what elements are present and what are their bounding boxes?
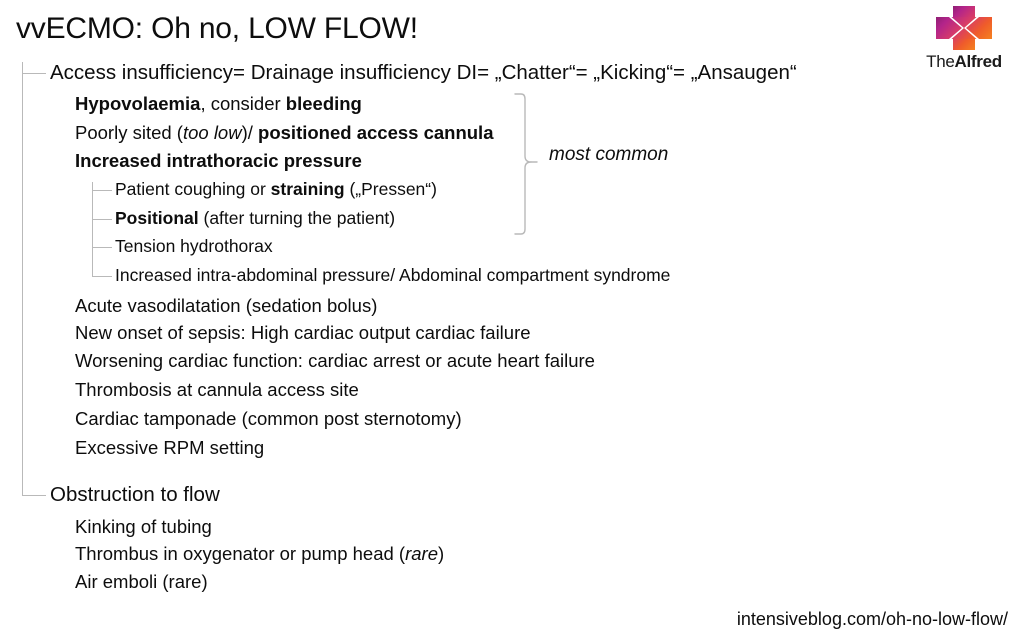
item-hypovolaemia-seg-0: Hypovolaemia (75, 93, 201, 114)
item-cardiac-tamponade-seg-0: Cardiac tamponade (common post sternotom… (75, 408, 462, 429)
item-hypovolaemia: Hypovolaemia, consider bleeding (75, 92, 362, 116)
item-tension-hydrothorax-seg-0: Tension hydrothorax (115, 236, 273, 256)
source-url: intensiveblog.com/oh-no-low-flow/ (736, 609, 1008, 629)
logo-word-alfred: Alfred (954, 52, 1003, 71)
item-air-emboli: Air emboli (rare) (75, 570, 208, 594)
logo-wordmark: TheAlfred (916, 52, 1012, 71)
item-patient-coughing-straining-seg-1: straining (270, 179, 345, 199)
tree-tick-access-insufficiency (22, 73, 46, 74)
logo-word-the: The (926, 52, 955, 71)
item-thrombus-oxygenator-seg-2: ) (438, 543, 445, 564)
item-worsening-cardiac-function-seg-0: Worsening cardiac function: cardiac arre… (75, 350, 595, 371)
tree-spine-level1 (22, 62, 23, 496)
item-worsening-cardiac-function: Worsening cardiac function: cardiac arre… (75, 349, 595, 373)
tree-tick-coughing (92, 190, 112, 191)
tree-spine-level3 (92, 182, 93, 276)
item-increased-intrathoracic-pressure-seg-0: Increased intrathoracic pressure (75, 150, 362, 171)
obstruction-to-flow-heading: Obstruction to flow (50, 482, 220, 508)
tree-tick-positional (92, 219, 112, 220)
item-thrombus-oxygenator: Thrombus in oxygenator or pump head (rar… (75, 542, 444, 566)
item-positional-seg-1: (after turning the patient) (198, 208, 396, 228)
item-excessive-rpm: Excessive RPM setting (75, 436, 264, 460)
access-insufficiency-heading-seg-0: Access insufficiency= Drainage insuffici… (50, 61, 797, 84)
item-intra-abdominal-pressure-seg-0: Increased intra-abdominal pressure/ Abdo… (115, 265, 671, 285)
most-common-annotation: most common (549, 144, 669, 165)
item-thrombus-oxygenator-seg-1: rare (405, 543, 438, 564)
item-positional: Positional (after turning the patient) (115, 207, 395, 230)
item-kinking-of-tubing-seg-0: Kinking of tubing (75, 516, 212, 537)
item-excessive-rpm-seg-0: Excessive RPM setting (75, 437, 265, 458)
item-intra-abdominal-pressure: Increased intra-abdominal pressure/ Abdo… (115, 264, 670, 287)
tree-tick-intra-abdominal (92, 276, 112, 277)
item-new-onset-sepsis-seg-0: New onset of sepsis: High cardiac output… (75, 322, 531, 343)
item-poorly-sited-cannula-seg-3: positioned access cannula (258, 122, 494, 143)
tree-tick-obstruction-to-flow (22, 495, 46, 496)
item-thrombosis-cannula-site-seg-0: Thrombosis at cannula access site (75, 379, 359, 400)
item-cardiac-tamponade: Cardiac tamponade (common post sternotom… (75, 407, 462, 431)
page-title: vvECMO: Oh no, LOW FLOW! (16, 12, 418, 45)
item-poorly-sited-cannula-seg-2: )/ (241, 122, 259, 143)
item-patient-coughing-straining-seg-0: Patient coughing or (115, 179, 271, 199)
item-acute-vasodilatation: Acute vasodilatation (sedation bolus) (75, 294, 377, 318)
cross-with-x-icon (936, 6, 992, 50)
item-new-onset-sepsis: New onset of sepsis: High cardiac output… (75, 321, 531, 345)
item-poorly-sited-cannula-seg-1: too low (182, 122, 242, 143)
item-patient-coughing-straining: Patient coughing or straining („Pressen“… (115, 178, 437, 201)
item-poorly-sited-cannula-seg-0: Poorly sited ( (75, 122, 183, 143)
item-air-emboli-seg-0: Air emboli (rare) (75, 571, 208, 592)
most-common-brace (512, 92, 538, 236)
item-patient-coughing-straining-seg-2: („Pressen“) (344, 179, 437, 199)
item-hypovolaemia-seg-2: bleeding (285, 93, 362, 114)
the-alfred-logo: TheAlfred (916, 6, 1012, 71)
item-poorly-sited-cannula: Poorly sited (too low)/ positioned acces… (75, 121, 494, 145)
item-thrombosis-cannula-site: Thrombosis at cannula access site (75, 378, 359, 402)
item-thrombus-oxygenator-seg-0: Thrombus in oxygenator or pump head ( (75, 543, 406, 564)
item-hypovolaemia-seg-1: , consider (200, 93, 286, 114)
item-increased-intrathoracic-pressure: Increased intrathoracic pressure (75, 149, 362, 173)
item-kinking-of-tubing: Kinking of tubing (75, 515, 212, 539)
item-acute-vasodilatation-seg-0: Acute vasodilatation (sedation bolus) (75, 295, 378, 316)
access-insufficiency-heading: Access insufficiency= Drainage insuffici… (50, 60, 797, 86)
item-tension-hydrothorax: Tension hydrothorax (115, 235, 273, 258)
item-positional-seg-0: Positional (115, 208, 199, 228)
obstruction-to-flow-heading-seg-0: Obstruction to flow (50, 483, 220, 506)
tree-tick-tension-hydrothorax (92, 247, 112, 248)
